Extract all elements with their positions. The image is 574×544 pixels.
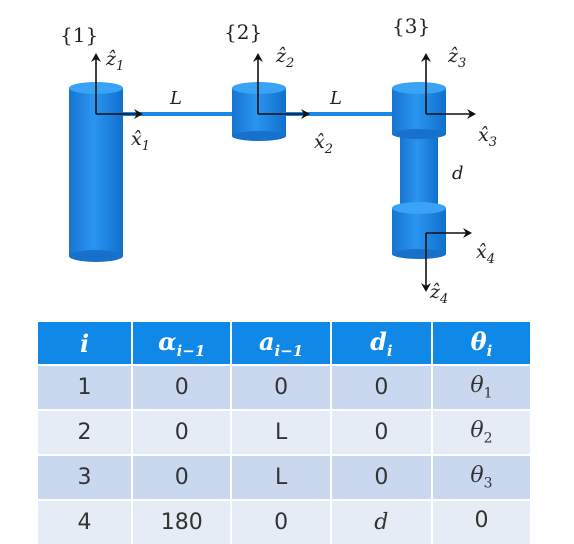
cell-theta: 0 <box>431 499 530 544</box>
cell-d: 0 <box>330 454 433 500</box>
table-row: 1 0 0 0 θ1 <box>38 364 530 410</box>
x4-label: x̂4 <box>476 241 495 267</box>
cell-i: 2 <box>38 409 134 455</box>
header-a: ai−1 <box>231 322 332 365</box>
z3-label: ẑ3 <box>447 45 466 71</box>
frame-2-label: {2} <box>224 20 262 44</box>
link-1-label: L <box>169 88 182 109</box>
cell-a: L <box>231 409 332 455</box>
frame-2-axes <box>253 53 310 119</box>
cell-d: 0 <box>330 409 433 455</box>
cell-alpha: 0 <box>132 454 233 500</box>
cell-d: d <box>330 499 433 544</box>
cell-theta: θ1 <box>431 364 530 410</box>
x3-label: x̂3 <box>478 124 497 150</box>
cell-alpha: 0 <box>132 364 233 410</box>
joint-3-prismatic-stack <box>392 82 446 259</box>
cell-i: 3 <box>38 454 134 500</box>
z1-label: ẑ1 <box>105 48 124 74</box>
frame-3-axes <box>421 53 476 119</box>
x2-label: x̂2 <box>314 131 333 157</box>
cell-theta: θ3 <box>431 454 530 500</box>
link-2-label: L <box>329 88 342 109</box>
cell-a: L <box>231 454 332 500</box>
joint-1-cylinder <box>69 82 123 262</box>
cell-d: 0 <box>330 364 433 410</box>
frame-1-axes <box>91 53 143 119</box>
table-header-row: i αi−1 ai−1 di θi <box>38 322 530 365</box>
cell-i: 1 <box>38 364 134 410</box>
offset-d-label: d <box>452 163 464 184</box>
x1-label: x̂1 <box>131 128 150 154</box>
header-d: di <box>330 322 433 365</box>
joint-2-cylinder <box>232 82 286 141</box>
cell-a: 0 <box>231 364 332 410</box>
cell-a: 0 <box>231 499 332 544</box>
table-row: 4 180 0 d 0 <box>38 499 530 544</box>
header-theta: θi <box>431 322 530 365</box>
cell-alpha: 180 <box>132 499 233 544</box>
z4-label: ẑ4 <box>429 281 448 307</box>
cell-i: 4 <box>38 499 134 544</box>
header-i: i <box>38 322 134 365</box>
header-alpha: αi−1 <box>132 322 233 365</box>
table-row: 3 0 L 0 θ3 <box>38 454 530 500</box>
robot-arm-diagram: {1} {2} {3} ẑ1 x̂1 ẑ2 x̂2 ẑ3 x̂3 x̂4 ẑ4 … <box>60 14 497 307</box>
frame-1-label: {1} <box>60 23 98 47</box>
cell-theta: θ2 <box>431 409 530 455</box>
table-row: 2 0 L 0 θ2 <box>38 409 530 455</box>
frame-3-label: {3} <box>392 14 430 38</box>
z2-label: ẑ2 <box>275 45 294 71</box>
dh-parameter-table: i αi−1 ai−1 di θi 1 0 0 0 θ1 2 0 L 0 θ2 <box>38 322 530 544</box>
frame-4-axes <box>421 228 472 292</box>
cell-alpha: 0 <box>132 409 233 455</box>
